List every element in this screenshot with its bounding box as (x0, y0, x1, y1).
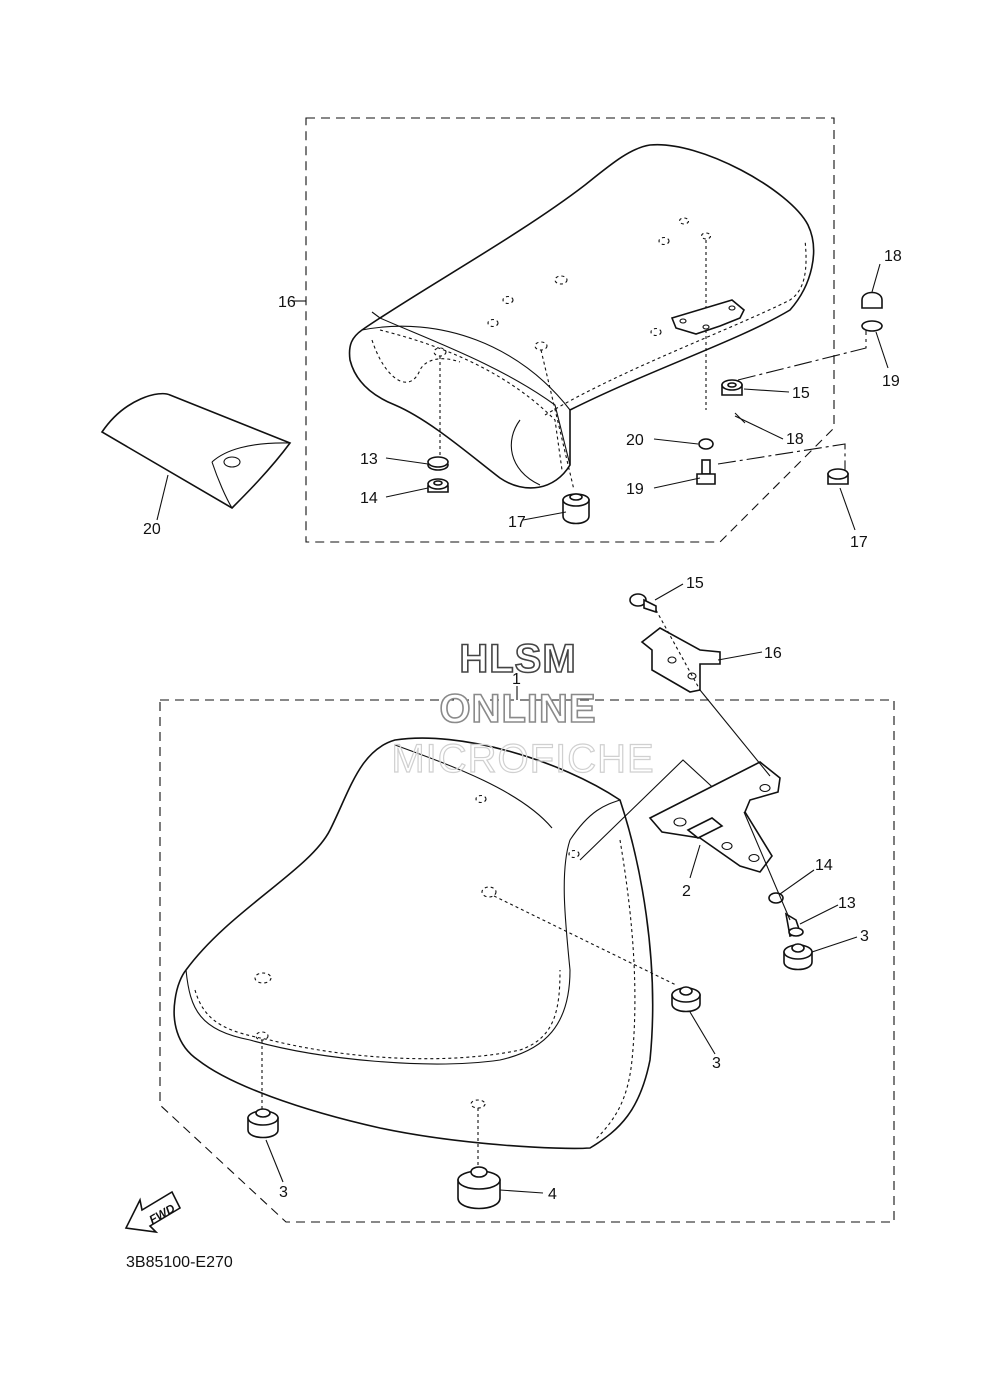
callout-6: 14 (815, 857, 833, 874)
bolt-part-7 (629, 593, 657, 614)
bracket-part-16 (640, 627, 721, 693)
rider-seat (173, 737, 654, 1150)
damper-part-3-left (247, 1108, 279, 1139)
callout-1: 1 (512, 671, 521, 688)
callout-3-middle: 3 (712, 1055, 721, 1072)
callout-11: 19 (626, 481, 644, 498)
callout-3-left: 3 (279, 1184, 288, 1201)
bracket-part-2 (648, 761, 781, 873)
damper-part-3-right (783, 943, 813, 971)
cap-nut-part-18 (861, 291, 883, 309)
damper-part-4 (457, 1166, 501, 1210)
callout-15: 15 (792, 385, 810, 402)
callout-labels: 16 17 18 19 20 13 14 15 18 19 17 20 15 1… (143, 248, 902, 1203)
callout-8: 16 (278, 294, 296, 311)
callout-14: 14 (360, 490, 378, 507)
damper-part-3-middle (671, 986, 701, 1013)
callout-5: 13 (838, 895, 856, 912)
passenger-seat-boundary (305, 117, 835, 543)
rider-seat-group (159, 593, 895, 1223)
callout-13: 13 (360, 451, 378, 468)
callout-17: 17 (850, 534, 868, 551)
callout-4: 4 (548, 1186, 557, 1203)
watermark-line-2: ONLINE (439, 687, 596, 731)
seat-cover-part-20 (100, 392, 292, 510)
callout-12: 20 (626, 432, 644, 449)
callout-16: 16 (764, 645, 782, 662)
passenger-seat (348, 143, 815, 489)
callout-19: 19 (882, 373, 900, 390)
callout-7: 15 (686, 575, 704, 592)
callout-10: 18 (786, 431, 804, 448)
watermark-line-1: HLSM (459, 637, 576, 681)
washer-part-12 (698, 438, 714, 450)
callout-20: 20 (143, 521, 161, 538)
forward-arrow-icon: FWD (124, 1190, 182, 1234)
callout-18: 18 (884, 248, 902, 265)
callout-2: 2 (682, 883, 691, 900)
bracket-part-10 (670, 299, 745, 335)
bolt-part-11 (696, 459, 716, 485)
grommet-part-15 (721, 379, 743, 396)
nut-part-14 (427, 478, 449, 493)
nut-part-17 (827, 468, 849, 485)
callout-3-right: 3 (860, 928, 869, 945)
washer-part-19 (861, 320, 883, 332)
rider-seat-boundary (159, 699, 895, 1223)
watermark-line-3: MICROFICHE (391, 737, 654, 781)
collar-part-13 (427, 456, 449, 471)
passenger-seat-group (305, 117, 883, 543)
watermark: HLSM ONLINE MICROFICHE (391, 636, 655, 781)
callout-9: 17 (508, 514, 526, 531)
damper-part-9 (562, 493, 590, 525)
diagram-code: 3B85100-E270 (126, 1254, 233, 1271)
callout-leaders (156, 263, 889, 1194)
